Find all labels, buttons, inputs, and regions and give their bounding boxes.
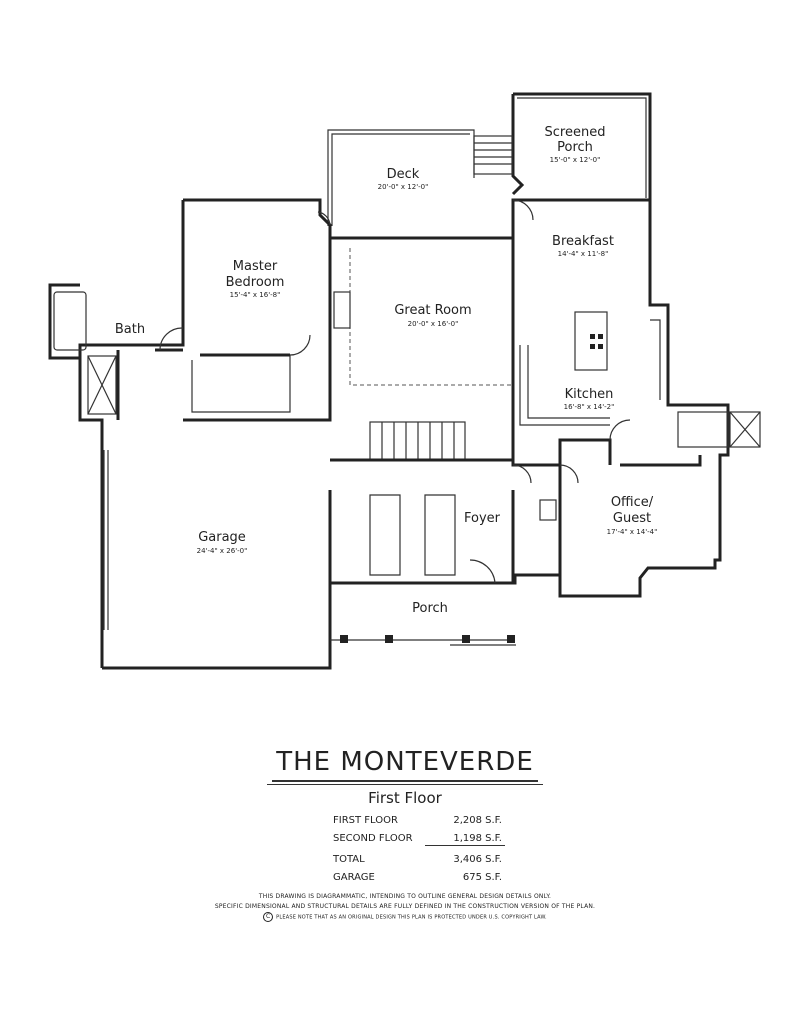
master-bedroom-label-line2: Bedroom xyxy=(226,275,285,290)
deck-dims: 20'-0" x 12'-0" xyxy=(378,183,429,191)
area-label: GARAGE xyxy=(333,871,375,883)
office-guest-label: Office/ xyxy=(611,495,654,510)
area-value: 2,208 S.F. xyxy=(453,814,502,826)
area-row: SECOND FLOOR 1,198 S.F. xyxy=(333,829,502,847)
garage-dims: 24'-4" x 26'-0" xyxy=(197,547,248,555)
disclaimer-line: THIS DRAWING IS DIAGRAMMATIC, INTENDING … xyxy=(258,893,552,900)
area-label: FIRST FLOOR xyxy=(333,814,398,826)
area-row: GARAGE 675 S.F. xyxy=(333,868,502,886)
area-label: SECOND FLOOR xyxy=(333,832,413,844)
area-label: TOTAL xyxy=(333,853,365,865)
porch-label: Porch xyxy=(412,601,448,616)
copyright-icon: C xyxy=(263,912,274,922)
plan-title: THE MONTEVERDE xyxy=(272,745,538,782)
floor-plan: Screened Porch 15'-0" x 12'-0" Deck 20'-… xyxy=(48,92,761,670)
copyright-text: PLEASE NOTE THAT AS AN ORIGINAL DESIGN T… xyxy=(276,914,547,921)
area-row: TOTAL 3,406 S.F. xyxy=(333,847,502,868)
disclaimer-notes: THIS DRAWING IS DIAGRAMMATIC, INTENDING … xyxy=(0,892,810,923)
screened-porch-label-line2: Porch xyxy=(557,140,593,155)
area-value: 675 S.F. xyxy=(462,871,502,883)
office-guest-label-line2: Guest xyxy=(613,511,651,526)
great-room-dims: 20'-0" x 16'-0" xyxy=(408,320,459,328)
office-guest-dims: 17'-4" x 14'-4" xyxy=(607,528,658,536)
deck-label: Deck xyxy=(387,167,420,182)
disclaimer-line: SPECIFIC DIMENSIONAL AND STRUCTURAL DETA… xyxy=(214,903,596,910)
great-room-label: Great Room xyxy=(394,303,471,318)
bath-label: Bath xyxy=(115,322,145,337)
breakfast-dims: 14'-4" x 11'-8" xyxy=(558,250,609,258)
master-bedroom-label: Master xyxy=(233,259,278,274)
screened-porch-dims: 15'-0" x 12'-0" xyxy=(550,156,601,164)
area-value: 3,406 S.F. xyxy=(453,853,502,865)
porch-stairs xyxy=(473,135,513,175)
title-underline xyxy=(267,784,543,785)
floor-subtitle: First Floor xyxy=(368,789,442,807)
area-row: FIRST FLOOR 2,208 S.F. xyxy=(333,811,502,829)
walls xyxy=(48,92,761,670)
kitchen-dims: 16'-8" x 14'-2" xyxy=(564,403,615,411)
master-bedroom-dims: 15'-4" x 16'-8" xyxy=(230,291,281,299)
area-value: 1,198 S.F. xyxy=(453,832,502,844)
kitchen-label: Kitchen xyxy=(565,387,614,402)
breakfast-label: Breakfast xyxy=(552,234,614,249)
stairs xyxy=(369,421,466,461)
screened-porch-label: Screened xyxy=(545,125,606,140)
area-table: FIRST FLOOR 2,208 S.F. SECOND FLOOR 1,19… xyxy=(333,811,502,886)
title-block: THE MONTEVERDE First Floor xyxy=(0,745,810,807)
foyer-label: Foyer xyxy=(464,511,501,526)
garage-label: Garage xyxy=(198,530,246,545)
room-labels: Screened Porch 15'-0" x 12'-0" Deck 20'-… xyxy=(115,125,657,616)
total-rule xyxy=(425,845,505,846)
